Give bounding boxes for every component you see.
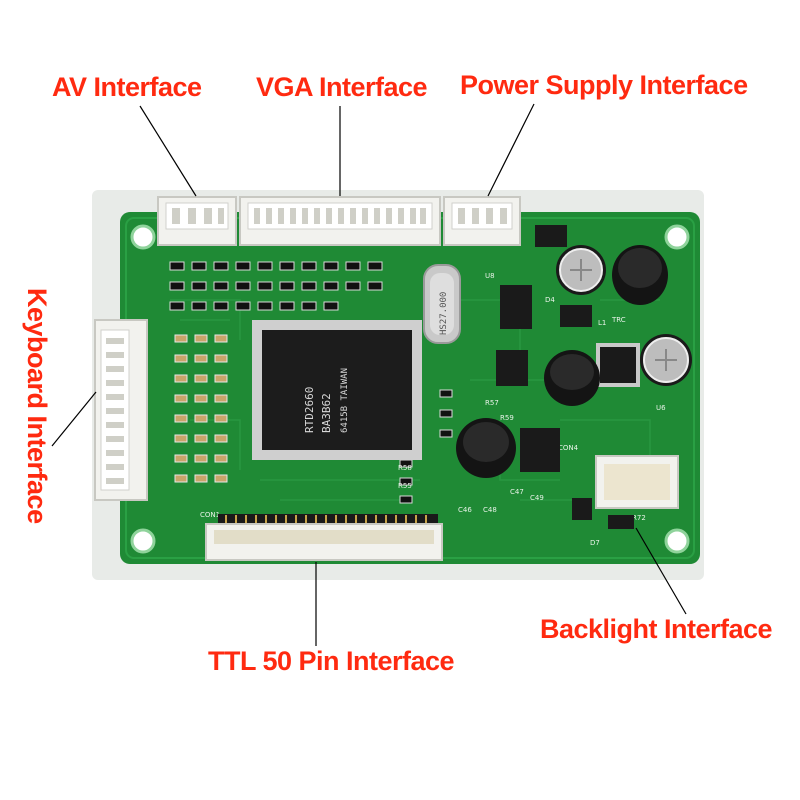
svg-text:R58: R58: [398, 464, 412, 472]
power-leader-line: [487, 103, 535, 197]
mounting-hole-top-left: [130, 224, 156, 250]
svg-text:C46: C46: [458, 506, 472, 514]
chip-label-line3: 6415B TAIWAN: [340, 368, 350, 433]
chip-body: [262, 330, 412, 450]
vga-connector: [239, 196, 441, 246]
power-supply-connector: [443, 196, 521, 246]
keyboard-interface-label: Keyboard Interface: [22, 288, 52, 524]
mounting-hole-bottom-left: [130, 528, 156, 554]
chip-label-line1: RTD2660: [303, 387, 316, 433]
chip-label-group: RTD2660 BA3B62 6415B TAIWAN: [303, 368, 350, 433]
regulator-chip-6: [596, 343, 640, 387]
av-leader-line: [139, 105, 197, 197]
svg-text:C48: C48: [483, 506, 497, 514]
svg-text:R57: R57: [485, 399, 499, 407]
power-supply-interface-label: Power Supply Interface: [460, 70, 748, 100]
smd-components-left: [169, 261, 453, 504]
svg-text:D4: D4: [545, 296, 555, 304]
svg-text:D7: D7: [590, 539, 600, 547]
backlight-connector: [595, 455, 679, 529]
vga-interface-label: VGA Interface: [256, 72, 428, 102]
mounting-hole-bottom-right: [664, 528, 690, 554]
svg-text:C47: C47: [510, 488, 524, 496]
svg-text:CON4: CON4: [558, 444, 579, 452]
ttl-interface-label: TTL 50 Pin Interface: [208, 646, 455, 676]
transistor: [572, 498, 592, 520]
svg-text:R72: R72: [632, 514, 646, 522]
regulator-chip-1: [500, 285, 532, 329]
keyboard-connector: [94, 319, 148, 501]
svg-text:L1: L1: [598, 319, 606, 327]
main-chip: RTD2660 BA3B62 6415B TAIWAN: [252, 320, 422, 460]
svg-text:CON1: CON1: [200, 511, 220, 519]
mounting-hole-top-right: [664, 224, 690, 250]
regulator-chip-3: [520, 428, 560, 472]
capacitors: [556, 245, 692, 386]
svg-text:TRC: TRC: [611, 316, 626, 324]
regulator-chip-4: [560, 305, 592, 327]
leader-lines: [51, 103, 687, 646]
regulator-chip-5: [535, 225, 567, 247]
svg-text:C49: C49: [530, 494, 544, 502]
ttl-connector: [205, 514, 443, 561]
crystal-oscillator: HS27.000: [423, 264, 461, 344]
av-connector: [157, 196, 237, 246]
svg-text:R55: R55: [398, 482, 412, 490]
av-interface-label: AV Interface: [52, 72, 202, 102]
backlight-interface-label: Backlight Interface: [540, 614, 773, 644]
svg-text:U8: U8: [485, 272, 495, 280]
crystal-label: HS27.000: [439, 292, 449, 335]
keyboard-leader-line: [51, 391, 97, 447]
chip-label-line2: BA3B62: [320, 393, 333, 433]
svg-text:R59: R59: [500, 414, 514, 422]
inductors: [456, 245, 668, 478]
backlight-leader-line: [635, 527, 687, 615]
svg-text:U6: U6: [656, 404, 666, 412]
regulator-chip-2: [496, 350, 528, 386]
